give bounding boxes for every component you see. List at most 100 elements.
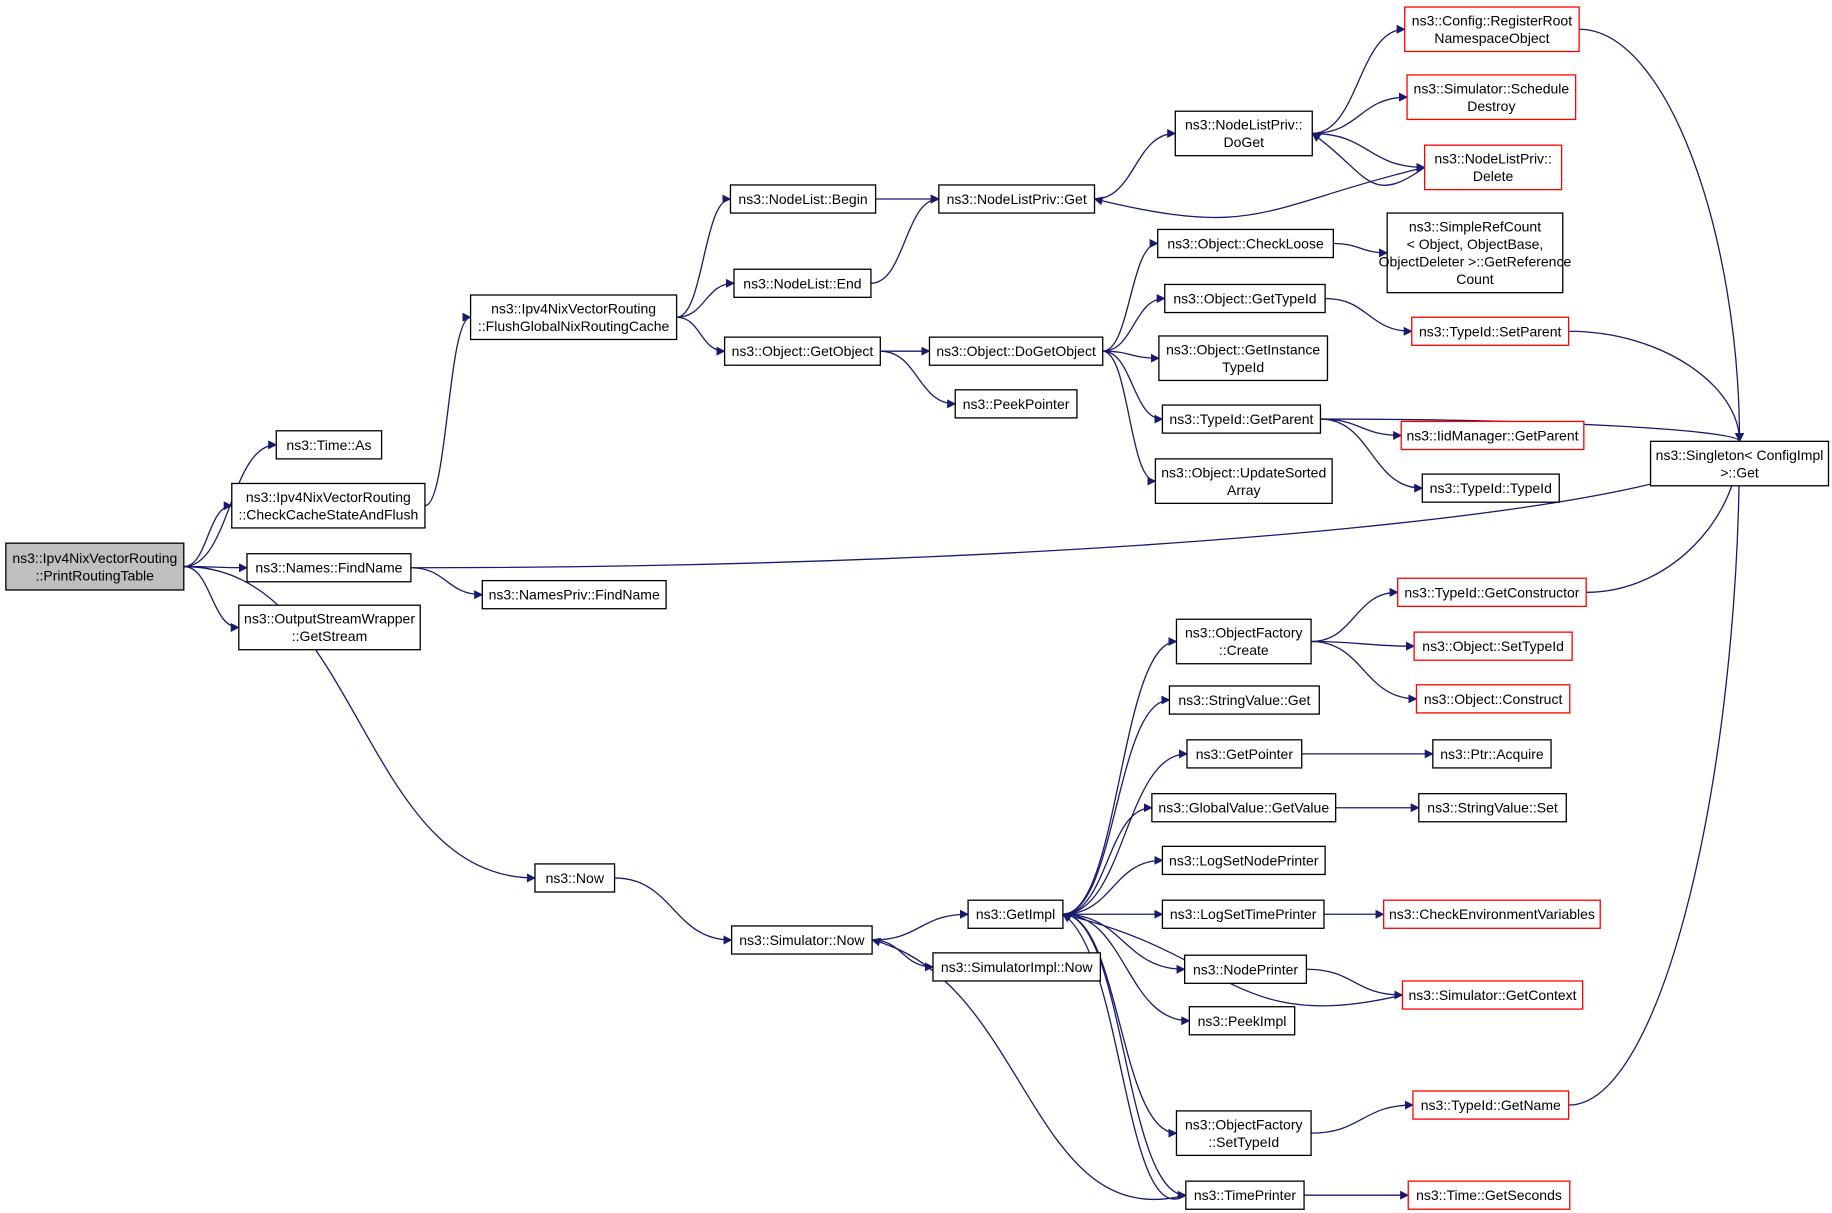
node-label-line: ns3::GetImpl <box>976 906 1055 922</box>
call-edge-object_dogetobject-to-object_updatesorted <box>1102 350 1157 486</box>
node-ostream_getstream[interactable]: ns3::OutputStreamWrapper::GetStream <box>238 604 421 651</box>
node-timeprinter[interactable]: ns3::TimePrinter <box>1185 1180 1305 1210</box>
node-object_getobject[interactable]: ns3::Object::GetObject <box>723 336 881 366</box>
node-peekpointer[interactable]: ns3::PeekPointer <box>954 389 1078 419</box>
node-objectfactory_create[interactable]: ns3::ObjectFactory::Create <box>1175 618 1312 665</box>
node-getpointer[interactable]: ns3::GetPointer <box>1186 739 1303 769</box>
node-typeid_getname[interactable]: ns3::TypeId::GetName <box>1412 1090 1570 1120</box>
node-box <box>1386 212 1564 294</box>
call-edge-names_findname-to-namespriv_findname <box>410 567 484 600</box>
call-edge-root-to-ostream_getstream <box>183 565 240 632</box>
node-label-line: ns3::TypeId::GetName <box>1421 1097 1561 1113</box>
node-label-line: Count <box>1456 271 1493 287</box>
node-label-line: ns3::Object::CheckLoose <box>1167 235 1324 251</box>
node-nodelistpriv_delete[interactable]: ns3::NodeListPriv::Delete <box>1423 144 1563 191</box>
node-typeid_typeid[interactable]: ns3::TypeId::TypeId <box>1421 473 1560 503</box>
node-objectfactory_settypeid[interactable]: ns3::ObjectFactory::SetTypeId <box>1175 1110 1312 1157</box>
node-logsettimeprinter[interactable]: ns3::LogSetTimePrinter <box>1161 899 1325 929</box>
call-edge-getimpl-to-timeprinter <box>1062 913 1187 1200</box>
node-label-line: < Object, ObjectBase, <box>1407 236 1544 252</box>
node-typeid_getconstructor[interactable]: ns3::TypeId::GetConstructor <box>1397 577 1587 608</box>
node-box <box>1406 74 1577 121</box>
node-label-line: ns3::Ipv4NixVectorRouting <box>12 550 177 566</box>
node-box <box>730 925 873 955</box>
node-object_settypeid[interactable]: ns3::Object::SetTypeId <box>1413 631 1573 661</box>
node-namespriv_findname[interactable]: ns3::NamesPriv::FindName <box>481 579 667 610</box>
node-label-line: ns3::SimpleRefCount <box>1409 219 1541 235</box>
call-edge-getimpl-to-lognodeprinter <box>1062 855 1164 915</box>
node-label-line: ns3::NodeListPriv:: <box>1434 151 1552 167</box>
node-object_gettypeid[interactable]: ns3::Object::GetTypeId <box>1164 283 1326 314</box>
node-box <box>238 604 421 651</box>
node-label-line: ns3::Now <box>546 870 605 886</box>
call-edge-objectfactory_settypeid-to-typeid_getname <box>1311 1100 1414 1134</box>
node-typeid_setparent[interactable]: ns3::TypeId::SetParent <box>1411 316 1570 346</box>
node-object_construct[interactable]: ns3::Object::Construct <box>1415 684 1571 714</box>
node-label-line: ns3::Time::As <box>286 437 371 453</box>
node-time_as[interactable]: ns3::Time::As <box>275 430 383 460</box>
node-box <box>5 542 185 591</box>
node-names_findname[interactable]: ns3::Names::FindName <box>246 553 412 583</box>
node-label-line: ns3::TimePrinter <box>1194 1187 1297 1203</box>
node-iidmanager_getparent[interactable]: ns3::IidManager::GetParent <box>1400 420 1585 451</box>
node-time_getseconds[interactable]: ns3::Time::GetSeconds <box>1407 1180 1571 1210</box>
node-layer: ns3::Ipv4NixVectorRouting::PrintRoutingT… <box>5 6 1830 1210</box>
node-box <box>1154 458 1333 505</box>
node-label-line: ns3::PeekPointer <box>963 396 1070 412</box>
node-label-line: ns3::NodeListPriv::Get <box>947 191 1087 207</box>
node-singleton_get[interactable]: ns3::Singleton< ConfigImpl >::Get <box>1649 440 1830 487</box>
node-label-line: ::SetTypeId <box>1208 1134 1279 1150</box>
node-label-line: ns3::Time::GetSeconds <box>1416 1187 1562 1203</box>
node-label-line: ns3::Object::Construct <box>1424 691 1563 707</box>
node-label-line: ns3::Simulator::Now <box>739 932 865 948</box>
node-nodeprinter[interactable]: ns3::NodePrinter <box>1184 954 1308 984</box>
node-lognodeprinter[interactable]: ns3::LogSetNodePrinter <box>1161 845 1326 876</box>
node-ptr_acquire[interactable]: ns3::Ptr::Acquire <box>1432 739 1552 769</box>
node-label-line: ObjectDeleter >::GetReference <box>1379 254 1572 270</box>
node-label-line: Destroy <box>1467 98 1515 114</box>
call-edge-flush_global-to-object_getobject <box>676 316 726 356</box>
node-nodelistpriv_get[interactable]: ns3::NodeListPriv::Get <box>938 184 1096 214</box>
node-globalvalue_getvalue[interactable]: ns3::GlobalValue::GetValue <box>1151 793 1337 823</box>
node-box <box>938 184 1096 214</box>
node-checkenv[interactable]: ns3::CheckEnvironmentVariables <box>1383 899 1601 929</box>
node-simulatorimpl_now[interactable]: ns3::SimulatorImpl::Now <box>932 952 1102 982</box>
node-simulator_now[interactable]: ns3::Simulator::Now <box>730 925 873 955</box>
node-box <box>1397 577 1587 608</box>
node-label-line: ns3::TypeId::TypeId <box>1430 480 1552 496</box>
node-label-line: ns3::GlobalValue::GetValue <box>1158 800 1329 816</box>
node-box <box>1432 739 1552 769</box>
node-label-line: ns3::Object::DoGetObject <box>936 343 1096 359</box>
node-simplerefcount[interactable]: ns3::SimpleRefCount< Object, ObjectBase,… <box>1379 212 1572 294</box>
node-stringvalue_get[interactable]: ns3::StringValue::Get <box>1168 685 1320 715</box>
call-edge-names_findname-to-singleton_get <box>410 440 1744 569</box>
node-nodelistpriv_doget[interactable]: ns3::NodeListPriv::DoGet <box>1174 110 1313 157</box>
call-edge-getimpl-to-stringvalue_get <box>1062 695 1171 915</box>
node-box <box>1151 793 1337 823</box>
node-now[interactable]: ns3::Now <box>534 863 616 893</box>
node-nodelist_end[interactable]: ns3::NodeList::End <box>733 268 872 298</box>
node-typeid_getparent[interactable]: ns3::TypeId::GetParent <box>1161 404 1322 434</box>
node-nodelist_begin[interactable]: ns3::NodeList::Begin <box>729 184 877 214</box>
node-box <box>1412 1090 1570 1120</box>
node-label-line: ns3::Object::GetObject <box>732 343 874 359</box>
call-edge-nodelistpriv_doget-to-nodelistpriv_delete <box>1312 132 1426 172</box>
node-box <box>967 899 1064 929</box>
node-stringvalue_set[interactable]: ns3::StringValue::Set <box>1418 793 1567 823</box>
node-label-line: ns3::CheckEnvironmentVariables <box>1389 906 1595 922</box>
node-box <box>1175 1110 1312 1157</box>
node-flush_global[interactable]: ns3::Ipv4NixVectorRouting::FlushGlobalNi… <box>469 294 678 341</box>
node-check_cache[interactable]: ns3::Ipv4NixVectorRouting::CheckCacheSta… <box>231 482 426 529</box>
node-object_dogetobject[interactable]: ns3::Object::DoGetObject <box>928 336 1104 366</box>
node-box <box>1404 6 1580 53</box>
node-peekimpl[interactable]: ns3::PeekImpl <box>1188 1006 1296 1036</box>
node-box <box>534 863 616 893</box>
node-getimpl[interactable]: ns3::GetImpl <box>967 899 1064 929</box>
node-simulator_getcontext[interactable]: ns3::Simulator::GetContext <box>1401 980 1584 1010</box>
node-object_checkloose[interactable]: ns3::Object::CheckLoose <box>1157 228 1334 259</box>
node-label-line: ns3::NodeList::End <box>743 275 861 291</box>
